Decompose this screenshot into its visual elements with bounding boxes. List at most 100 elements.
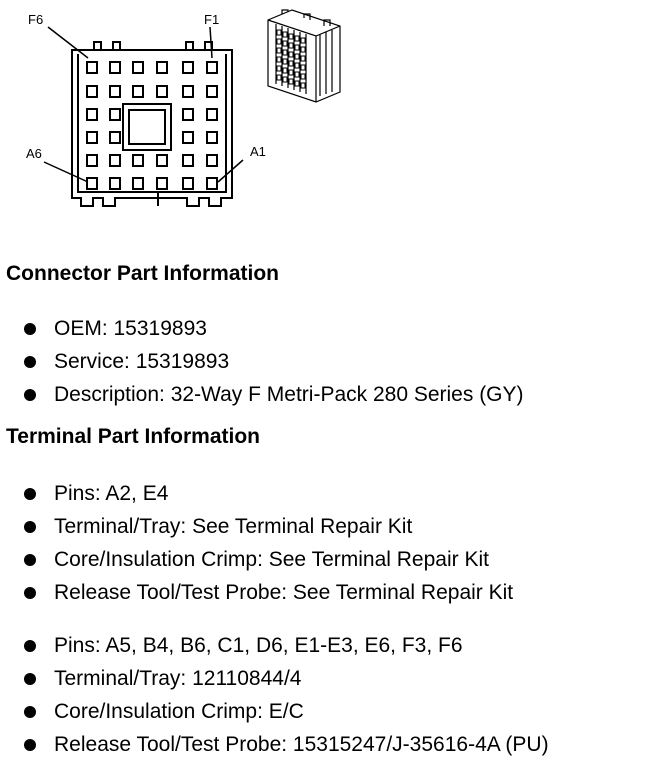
connector-face-view (43, 26, 244, 207)
terminal-cavity (156, 85, 168, 98)
bullet-icon (24, 356, 36, 368)
terminal-cavity (86, 61, 98, 74)
list-item: Core/Insulation Crimp: E/C (0, 695, 549, 728)
list-item: Release Tool/Test Probe: 15315247/J-3561… (0, 728, 549, 761)
list-item: Core/Insulation Crimp: See Terminal Repa… (0, 543, 513, 576)
list-item-text: Core/Insulation Crimp: E/C (54, 700, 304, 723)
isometric-cavity (288, 51, 294, 58)
terminal-cavity (132, 85, 144, 98)
isometric-cavity (294, 35, 300, 42)
list-item: Terminal/Tray: 12110844/4 (0, 662, 549, 695)
terminal-cavity (132, 177, 144, 190)
terminal-cavity (109, 154, 121, 167)
isometric-cavity (276, 38, 282, 45)
isometric-cavity (288, 69, 294, 76)
terminal-cavity (206, 108, 218, 121)
isometric-cavity (282, 31, 288, 38)
isometric-cavity (282, 58, 288, 65)
connector-part-info-list: OEM: 15319893 Service: 15319893 Descript… (0, 312, 524, 411)
isometric-cavity (276, 74, 282, 81)
list-item: Description: 32-Way F Metri-Pack 280 Ser… (0, 378, 524, 411)
list-item: Pins: A5, B4, B6, C1, D6, E1-E3, E6, F3,… (0, 629, 549, 662)
bullet-icon (24, 587, 36, 599)
list-item-text: Terminal/Tray: 12110844/4 (54, 667, 302, 690)
isometric-cavity (300, 55, 306, 62)
terminal-cavity (109, 85, 121, 98)
terminal-part-info-heading: Terminal Part Information (6, 425, 260, 448)
label-a1: A1 (250, 144, 266, 159)
label-a6: A6 (26, 146, 42, 161)
isometric-cavity (300, 64, 306, 71)
terminal-cavity (206, 154, 218, 167)
terminal-cavity (206, 61, 218, 74)
terminal-part-info-group-1: Pins: A2, E4 Terminal/Tray: See Terminal… (0, 477, 513, 609)
list-item-text: Service: 15319893 (54, 350, 230, 373)
terminal-cavity (109, 177, 121, 190)
terminal-cavity (156, 154, 168, 167)
list-item: Service: 15319893 (0, 345, 524, 378)
isometric-cavity-marks (276, 29, 306, 89)
terminal-cavity-grid (86, 61, 218, 190)
terminal-cavity (109, 108, 121, 121)
terminal-cavity (109, 61, 121, 74)
list-item-text: Pins: A5, B4, B6, C1, D6, E1-E3, E6, F3,… (54, 634, 463, 657)
isometric-cavity (276, 47, 282, 54)
terminal-cavity (206, 177, 218, 190)
label-f6: F6 (28, 12, 43, 27)
label-f1: F1 (204, 12, 219, 27)
list-item: OEM: 15319893 (0, 312, 524, 345)
bullet-icon (24, 706, 36, 718)
isometric-cavity (294, 80, 300, 87)
terminal-cavity (86, 154, 98, 167)
terminal-cavity (132, 154, 144, 167)
bullet-icon (24, 673, 36, 685)
bullet-icon (24, 554, 36, 566)
list-item-text: Release Tool/Test Probe: See Terminal Re… (54, 581, 514, 604)
terminal-cavity (86, 85, 98, 98)
bullet-icon (24, 739, 36, 751)
terminal-cavity (206, 131, 218, 144)
list-item: Pins: A2, E4 (0, 477, 513, 510)
list-item-text: Description: 32-Way F Metri-Pack 280 Ser… (54, 383, 524, 406)
isometric-cavity (300, 37, 306, 44)
list-item-text: Pins: A2, E4 (54, 482, 169, 505)
connector-part-info-heading: Connector Part Information (6, 262, 280, 285)
terminal-cavity (132, 61, 144, 74)
isometric-cavity (294, 62, 300, 69)
isometric-cavity (300, 82, 306, 89)
connector-isometric-view (267, 9, 341, 103)
isometric-cavity (294, 53, 300, 60)
terminal-cavity (206, 85, 218, 98)
isometric-cavity (288, 42, 294, 49)
bullet-icon (24, 521, 36, 533)
terminal-cavity (182, 61, 194, 74)
list-item: Release Tool/Test Probe: See Terminal Re… (0, 576, 513, 609)
isometric-cavity (288, 78, 294, 85)
list-item: Terminal/Tray: See Terminal Repair Kit (0, 510, 513, 543)
isometric-cavity (276, 56, 282, 63)
connector-face-diagram: F6 F1 A6 A1 (26, 9, 341, 207)
bullet-icon (24, 488, 36, 500)
terminal-part-info-group-2: Pins: A5, B4, B6, C1, D6, E1-E3, E6, F3,… (0, 629, 549, 761)
list-item-text: Release Tool/Test Probe: 15315247/J-3561… (54, 733, 549, 756)
terminal-cavity (109, 131, 121, 144)
isometric-cavity (282, 49, 288, 56)
terminal-cavity (182, 131, 194, 144)
isometric-cavity (300, 73, 306, 80)
isometric-cavity (282, 76, 288, 83)
terminal-cavity (156, 177, 168, 190)
terminal-cavity (182, 85, 194, 98)
terminal-cavity (86, 177, 98, 190)
terminal-cavity (182, 177, 194, 190)
bullet-icon (24, 640, 36, 652)
bullet-icon (24, 323, 36, 335)
list-item-text: Terminal/Tray: See Terminal Repair Kit (54, 515, 413, 538)
isometric-cavity (288, 33, 294, 40)
isometric-cavity (282, 40, 288, 47)
isometric-cavity (282, 67, 288, 74)
terminal-cavity (182, 108, 194, 121)
isometric-cavity (276, 65, 282, 72)
isometric-cavity (300, 46, 306, 53)
isometric-cavity (288, 60, 294, 67)
bullet-icon (24, 389, 36, 401)
